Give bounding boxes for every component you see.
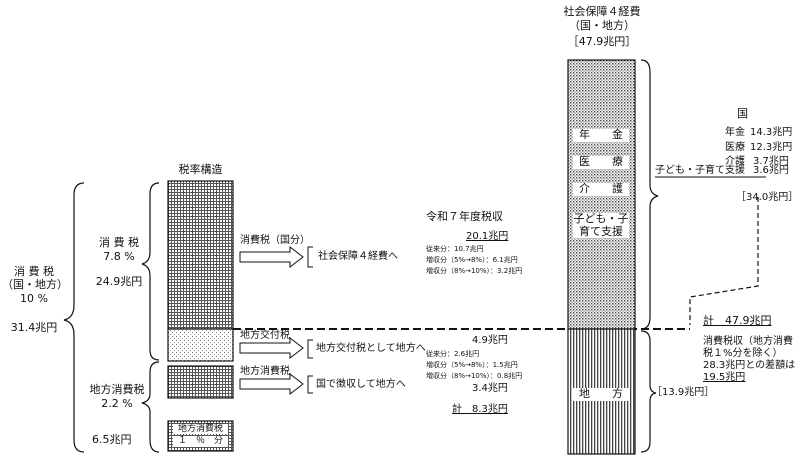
national-name: 消 費 税 xyxy=(99,236,139,249)
bracket-grant xyxy=(307,339,313,359)
revenue-social-total: 20.1兆円 xyxy=(466,231,509,242)
label-child-support-1: 子ども・子 xyxy=(573,212,629,225)
national-row-child-value: 3.6兆円 xyxy=(753,165,789,176)
local-rate: 2.2 % xyxy=(101,397,133,410)
social-breakdown-3: 増収分（8%→10%）：3.2兆円 xyxy=(426,267,523,275)
flow-grant-tax: 地方交付税 xyxy=(240,330,290,341)
flow-grant-dest: 地方交付税として地方へ xyxy=(316,343,426,354)
total-rate: 10 % xyxy=(20,292,48,305)
local-name: 地方消費税 xyxy=(89,383,145,396)
local-social-amount: ［13.9兆円］ xyxy=(652,387,715,398)
local-tax-1pct-box: 地方消費税 １ ％ 分 xyxy=(173,424,228,447)
flow-consumption-national: 消費税（国分） xyxy=(240,235,310,246)
national-row-nursing-value: 3.7兆円 xyxy=(753,156,789,167)
local-tax-1pct-line2: １ ％ 分 xyxy=(173,436,228,447)
social-title-1: 社会保障４経費 xyxy=(563,5,641,18)
revenue-sum: 計 8.3兆円 xyxy=(452,404,508,415)
summary-note-1: 消費税収（地方消費 xyxy=(703,336,793,347)
flow-social-dest: 社会保障４経費へ xyxy=(318,251,398,262)
local-tax-1pct-line1: 地方消費税 xyxy=(173,424,228,435)
local-brace xyxy=(141,361,160,453)
national-heading: 国 xyxy=(737,107,748,120)
social-title-amount: ［47.9兆円］ xyxy=(567,35,637,48)
label-medical: 医 療 xyxy=(573,155,629,169)
national-row-pension-value: 14.3兆円 xyxy=(750,127,793,138)
national-row-pension-label: 年金 xyxy=(725,127,745,138)
summary-note-4: 19.5兆円 xyxy=(703,372,746,383)
national-row-child-label: 子ども・子育て支援 xyxy=(655,165,745,176)
arrow-grant-tax xyxy=(239,336,304,360)
summary-note-3: 28.3兆円との差額は xyxy=(703,360,796,371)
dashed-connector xyxy=(689,197,759,325)
label-child-support: 子ども・子 育て支援 xyxy=(573,212,629,239)
revenue-title: 令和７年度税収 xyxy=(426,210,503,223)
total-amount: 31.4兆円 xyxy=(10,321,58,334)
national-right-brace xyxy=(640,59,659,330)
national-row-medical-value: 12.3兆円 xyxy=(750,142,793,153)
revenue-local-amount: 3.4兆円 xyxy=(472,383,508,394)
bracket-social xyxy=(307,246,313,268)
summary-note-2: 税１%分を除く） xyxy=(703,348,783,359)
bracket-local xyxy=(307,375,313,394)
social-title-2: （国・地方） xyxy=(569,19,635,32)
label-local: 地 方 xyxy=(573,387,629,401)
grant-breakdown-3: 増収分（8%→10%）：0.8兆円 xyxy=(426,372,523,380)
arrow-local-tax xyxy=(239,372,304,396)
total-brace xyxy=(63,182,85,453)
flow-local-dest: 国で徴収して地方へ xyxy=(316,379,406,390)
label-pension: 年 金 xyxy=(573,128,629,142)
revenue-grant-total: 4.9兆円 xyxy=(472,335,508,346)
grant-breakdown-2: 増収分（5%→8%）：1.5兆円 xyxy=(426,361,518,369)
local-right-brace xyxy=(640,330,657,453)
national-row-medical-label: 医療 xyxy=(725,142,745,153)
total-sub: （国・地方） xyxy=(2,278,68,291)
grant-tax-bar xyxy=(167,328,234,362)
tax-structure-title: 税率構造 xyxy=(178,163,223,176)
arrow-consumption-national xyxy=(239,245,304,269)
national-rate: 7.8 % xyxy=(103,250,135,263)
grant-breakdown-1: 従来分：2.6兆円 xyxy=(426,350,480,358)
national-brace xyxy=(141,182,160,361)
social-breakdown-2: 増収分（5%→8%）：6.1兆円 xyxy=(426,256,518,264)
flow-local-tax: 地方消費税 xyxy=(240,366,290,377)
national-total: ［34.0兆円］ xyxy=(736,192,799,203)
national-tax-bar xyxy=(167,180,234,330)
total-name: 消 費 税 xyxy=(14,265,54,278)
national-row-nursing-label: 介護 xyxy=(725,156,745,167)
label-child-support-2: 育て支援 xyxy=(579,224,623,238)
social-breakdown-1: 従来分：10.7兆円 xyxy=(426,245,484,253)
local-tax-bar xyxy=(167,365,234,399)
local-amount: 6.5兆円 xyxy=(92,433,132,446)
national-amount: 24.9兆円 xyxy=(95,275,143,288)
summary-total: 計 47.9兆円 xyxy=(703,314,772,327)
label-nursing: 介 護 xyxy=(573,182,629,196)
